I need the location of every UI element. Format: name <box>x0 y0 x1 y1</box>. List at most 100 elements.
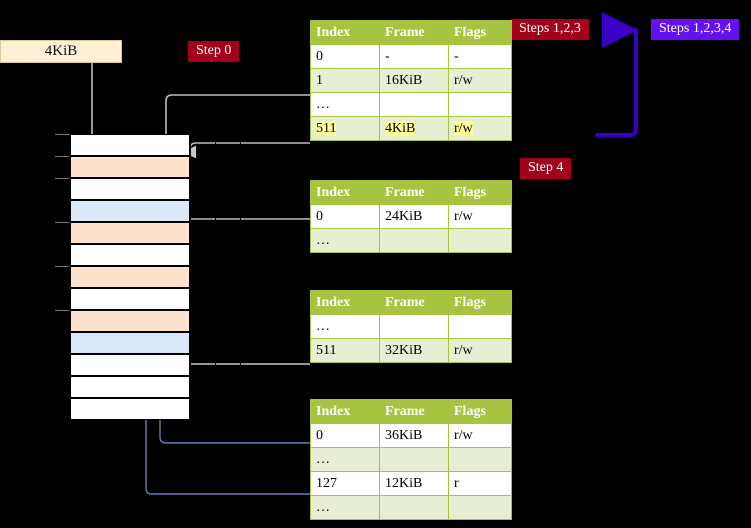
cell-text: 0 <box>316 48 323 64</box>
table-cell: 511 <box>310 116 380 141</box>
column-header-flags: Flags <box>448 180 512 205</box>
table-row: … <box>310 228 512 253</box>
table-row: 511 4KiB r/w <box>310 116 512 141</box>
memory-column-divider <box>190 134 191 420</box>
column-header-index: Index <box>310 290 380 315</box>
table-cell: 127 <box>310 471 380 496</box>
table-cell <box>448 447 512 472</box>
table-cell: 1 <box>310 68 380 93</box>
cell-text: r <box>454 475 459 491</box>
table-cell: r/w <box>448 204 512 229</box>
column-header-index: Index <box>310 180 380 205</box>
table-cell <box>379 92 449 117</box>
badge-steps-123: Steps 1,2,3 <box>511 19 589 40</box>
wire-pdpt-24kib <box>177 218 310 253</box>
cell-text: r/w <box>454 427 473 443</box>
column-header-frame: Frame <box>379 399 449 424</box>
table-row: 0 24KiB r/w <box>310 204 512 229</box>
table-cell: 32KiB <box>379 338 449 363</box>
table-cell: … <box>310 228 380 253</box>
wire-pt-12kib <box>135 328 310 495</box>
table-cell: - <box>379 44 449 69</box>
column-header-flags: Flags <box>448 290 512 315</box>
cell-text: r/w <box>454 342 473 358</box>
table-cell <box>448 228 512 253</box>
memory-tick <box>55 266 69 267</box>
memory-row <box>70 310 190 332</box>
table-cell: r/w <box>448 116 512 141</box>
cell-text: … <box>316 96 330 112</box>
table-cell <box>379 495 449 520</box>
table-cell: 12KiB <box>379 471 449 496</box>
badge-step-4-label: Step 4 <box>528 160 564 175</box>
memory-row <box>70 244 190 266</box>
wire-pml4-16kib <box>165 94 310 159</box>
table-cell: 4KiB <box>379 116 449 141</box>
table-cell <box>379 314 449 339</box>
table-cell <box>448 92 512 117</box>
cell-text: 32KiB <box>385 342 423 358</box>
wire-pt-36kib <box>149 216 310 444</box>
cell-text: 1 <box>316 72 323 88</box>
memory-tick <box>55 310 69 311</box>
cell-text: … <box>316 499 330 515</box>
column-header-frame: Frame <box>379 290 449 315</box>
table-cell: r/w <box>448 423 512 448</box>
badge-step-0-label: Step 0 <box>196 43 232 58</box>
cell-text: - <box>385 48 390 64</box>
steps-bracket-arrow <box>595 12 638 137</box>
cell-text: 0 <box>316 208 323 224</box>
table-cell <box>379 228 449 253</box>
column-header-frame: Frame <box>379 180 449 205</box>
table-cell <box>448 314 512 339</box>
memory-row <box>70 266 190 288</box>
memory-row <box>70 354 190 376</box>
cell-text: 12KiB <box>385 475 423 491</box>
cell-text: 24KiB <box>385 208 423 224</box>
table-cell: 0 <box>310 44 380 69</box>
memory-column-divider <box>240 134 241 420</box>
table-cell: 36KiB <box>379 423 449 448</box>
cell-text: 511 <box>316 342 337 358</box>
memory-row <box>70 178 190 200</box>
memory-tick <box>55 134 69 135</box>
cell-text: 127 <box>316 475 337 491</box>
table-row: … <box>310 495 512 520</box>
cell-text: 4KiB <box>385 120 416 136</box>
column-header-frame: Frame <box>379 20 449 45</box>
column-header-flags: Flags <box>448 20 512 45</box>
memory-row <box>70 332 190 354</box>
badge-step-0: Step 0 <box>188 41 240 62</box>
table-row: 0 - - <box>310 44 512 69</box>
cell-text: 36KiB <box>385 427 423 443</box>
memory-row <box>70 222 190 244</box>
kib-box-label: 4KiB <box>44 43 78 59</box>
badge-steps-1234: Steps 1,2,3,4 <box>651 19 740 40</box>
table-row: … <box>310 92 512 117</box>
memory-row <box>70 156 190 178</box>
table-row: 127 12KiB r <box>310 471 512 496</box>
table-row: 511 32KiB r/w <box>310 338 512 363</box>
cell-text: 511 <box>316 120 337 136</box>
wire-pml4-4kib <box>189 142 310 151</box>
cell-text: … <box>316 451 330 467</box>
memory-column <box>55 134 241 422</box>
memory-tick <box>55 222 69 223</box>
table-cell: … <box>310 314 380 339</box>
table-cell: - <box>448 44 512 69</box>
badge-steps-123-label: Steps 1,2,3 <box>519 21 581 36</box>
badge-step-4: Step 4 <box>520 158 572 179</box>
column-header-index: Index <box>310 399 380 424</box>
table-row: … <box>310 447 512 472</box>
wire-pd-32kib <box>166 307 310 365</box>
cell-text: 0 <box>316 427 323 443</box>
column-header-flags: Flags <box>448 399 512 424</box>
